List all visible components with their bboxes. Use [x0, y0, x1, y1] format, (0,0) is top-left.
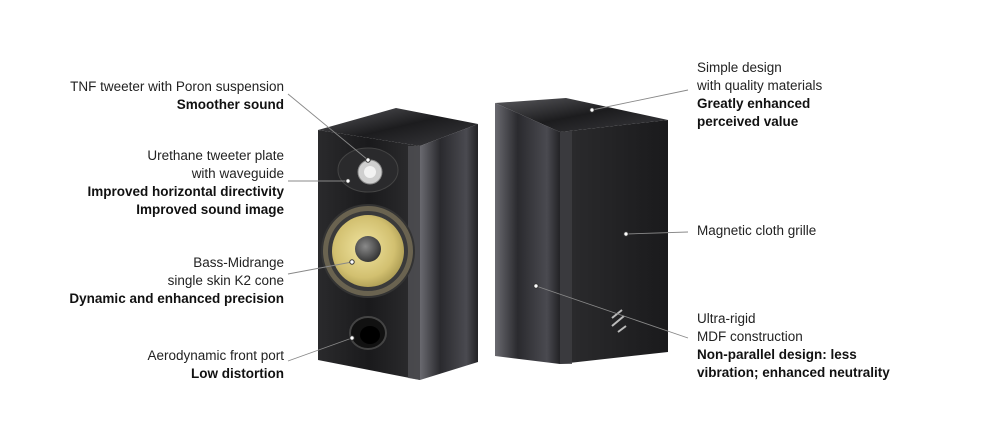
callout-simple-design-line-2: with quality materials — [697, 78, 823, 93]
leader-dots — [345, 107, 629, 341]
leader-lines — [287, 89, 689, 362]
callout-mdf-bold-1: Non-parallel design: less — [697, 347, 857, 362]
callout-tweeter-plate-line-2: with waveguide — [191, 166, 284, 181]
left-speaker-top — [318, 108, 478, 146]
callout-mdf-line-2: MDF construction — [697, 329, 803, 344]
callout-simple-design-line-1: Simple design — [697, 60, 782, 75]
callout-front-port-bold-1: Low distortion — [191, 366, 284, 381]
callout-mdf: Ultra-rigid MDF construction Non-paralle… — [697, 310, 890, 382]
callout-tweeter-plate-bold-1: Improved horizontal directivity — [87, 184, 284, 199]
callout-simple-design-bold-1: Greatly enhanced — [697, 96, 811, 111]
callout-bass-midrange: Bass-Midrange single skin K2 cone Dynami… — [69, 254, 284, 308]
callout-front-port-line-1: Aerodynamic front port — [147, 348, 284, 363]
left-speaker-side — [420, 124, 478, 380]
callout-tweeter-plate: Urethane tweeter plate with waveguide Im… — [87, 147, 284, 219]
callout-tweeter: TNF tweeter with Poron suspension Smooth… — [70, 78, 284, 114]
woofer-dustcap — [355, 236, 381, 262]
callout-simple-design-bold-2: perceived value — [697, 114, 799, 129]
callout-grille-line-1: Magnetic cloth grille — [697, 223, 817, 238]
right-speaker-side — [495, 103, 560, 364]
callout-simple-design: Simple design with quality materials Gre… — [697, 59, 822, 131]
right-speaker-top — [495, 98, 668, 132]
callout-tweeter-bold-1: Smoother sound — [176, 97, 284, 112]
callout-bass-midrange-bold-1: Dynamic and enhanced precision — [69, 291, 284, 306]
callout-mdf-bold-2: vibration; enhanced neutrality — [697, 365, 890, 380]
callout-mdf-line-1: Ultra-rigid — [697, 311, 756, 326]
callout-tweeter-plate-line-1: Urethane tweeter plate — [147, 148, 284, 163]
callout-grille: Magnetic cloth grille — [697, 222, 816, 240]
right-speaker — [495, 98, 668, 364]
callout-bass-midrange-line-2: single skin K2 cone — [167, 273, 284, 288]
callout-tweeter-line-1: TNF tweeter with Poron suspension — [70, 79, 284, 94]
callout-bass-midrange-line-1: Bass-Midrange — [193, 255, 284, 270]
left-speaker — [318, 108, 478, 380]
grille — [560, 120, 668, 364]
callout-front-port: Aerodynamic front port Low distortion — [147, 347, 284, 383]
callout-tweeter-plate-bold-2: Improved sound image — [136, 202, 284, 217]
